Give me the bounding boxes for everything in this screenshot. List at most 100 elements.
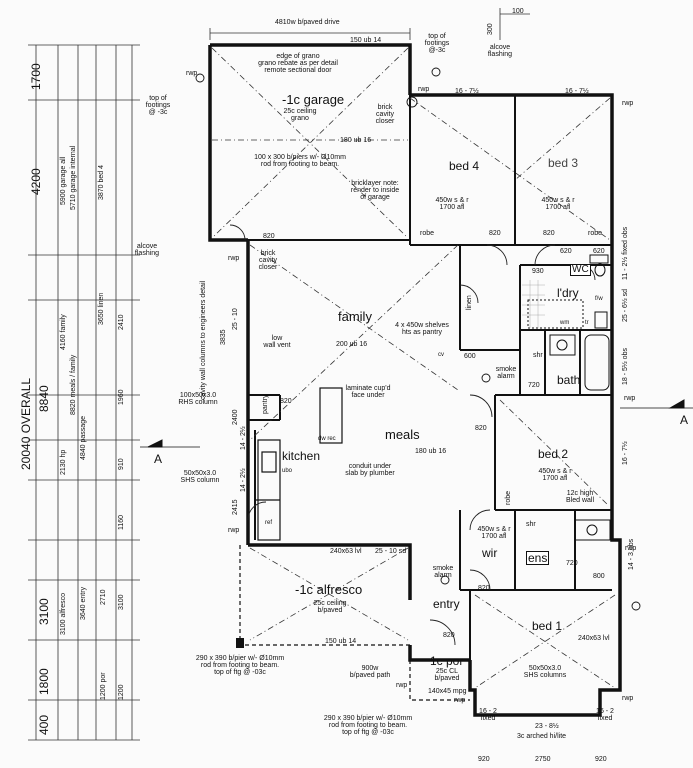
label-rwp-2: rwp (418, 86, 430, 93)
label-trough: tr (585, 320, 589, 326)
opening-0: 820 (280, 398, 292, 405)
note-alfresco-beam-right: 25 - 10 sd (375, 548, 407, 555)
section-markers (140, 399, 693, 448)
note-grano-edge: edge of grano grano rebate as per detail… (258, 53, 338, 74)
opening-11: 600 (464, 353, 476, 360)
label-rwp-1: rwp (186, 70, 198, 77)
note-ub-180-meals: 180 ub 16 (415, 448, 447, 455)
note-alfresco-ceiling: 25c ceiling b/paved (313, 600, 347, 614)
dim-overall: 20040 OVERALL (19, 377, 33, 470)
dim-mid-7: 3640 entry (80, 586, 87, 620)
note-alfresco-ub: 150 ub 14 (325, 638, 357, 645)
note-bed3-robe: 450w s & r 1700 afl (541, 197, 575, 211)
dim-wall-3: 14 - 2½ (240, 426, 247, 450)
top-dimension-lines (209, 8, 530, 40)
dim-mid-0: 5900 garage all (60, 156, 67, 205)
bottom-dim-2: 920 (595, 756, 607, 763)
room-label-bath: bath (557, 373, 581, 387)
note-brick-closer: brick cavity closer (375, 104, 395, 125)
top-dim-0: 300 (487, 23, 494, 35)
alfresco-pier (236, 638, 244, 648)
opening-12: 620 (560, 248, 572, 255)
note-ub-200: 200 ub 16 (336, 341, 368, 348)
dim-1700: 1700 (29, 63, 43, 90)
room-label-robe-bed3: robe (588, 230, 603, 237)
opening-10: 930 (532, 268, 544, 275)
label-rwp-4: rwp (228, 255, 240, 262)
note-garage-ceiling: 25c ceiling grano (283, 108, 317, 122)
note-alfresco-beam: 240x63 lvl (330, 548, 362, 555)
opening-8: 720 (566, 560, 578, 567)
note-arched: 3c arched hi/lite (517, 733, 567, 740)
opening-7: 720 (528, 382, 540, 389)
window-code-4: 14 - 3 obs (628, 538, 635, 570)
window-code-2: 18 - 5½ obs (622, 348, 629, 385)
note-smoke-1: smoke alarm (495, 366, 517, 380)
top-dim-1: 100 (512, 8, 524, 15)
dim-wall-1: 3835 (220, 329, 227, 345)
label-rwp-6: rwp (228, 527, 240, 534)
dim-inner-4: 910 (118, 458, 125, 470)
opening-4: 820 (478, 585, 490, 592)
dim-inner-3: 1960 (118, 389, 125, 405)
room-label-linen: linen (466, 295, 473, 310)
note-fixed-obs: 11 - 2½ fixed obs (622, 226, 629, 280)
room-label-bed4: bed 4 (449, 159, 480, 173)
note-bricklayer: bricklayer note: render to inside of gar… (350, 180, 400, 201)
room-label-robe-bed2: robe (505, 490, 512, 505)
dim-3100: 3100 (37, 598, 51, 625)
dim-inner-1: 3650 linen (98, 292, 105, 325)
opening-5: 820 (443, 632, 455, 639)
symbol-markers (195, 67, 641, 611)
room-label-pantry: pantry (262, 394, 269, 414)
room-label-entry: entry (433, 597, 460, 611)
note-bed1-lvl: 240x63 lvl (578, 635, 610, 642)
note-column-rhs: 100x50x3.0 RHS column (178, 392, 218, 406)
room-label-bed1: bed 1 (532, 619, 563, 633)
label-cv: cv (438, 352, 444, 358)
dim-wall-5: 2415 (232, 499, 239, 515)
room-label-bed3: bed 3 (548, 156, 579, 170)
window-code-6: 16 - 2 fixed (596, 708, 614, 722)
label-rwp-8: rwp (396, 682, 408, 689)
note-hi-bled: 12c high Bled wall (565, 490, 595, 504)
label-rwp-10: rwp (622, 695, 634, 702)
room-label-alfresco: -1c alfresco (295, 582, 363, 597)
label-rwp-7: rwp (625, 545, 637, 552)
note-ub-top: 150 ub 14 (350, 37, 382, 44)
left-dimension-lines (28, 44, 140, 741)
label-ubo: ubo (282, 468, 293, 474)
note-alcove-left: alcove flashing (134, 243, 160, 257)
dim-wall-4: 14 - 2½ (240, 468, 247, 492)
window-code-7: 23 - 8½ (535, 723, 559, 730)
label-fw: f/w (595, 296, 603, 302)
note-path: 900w b/paved path (349, 665, 391, 679)
note-low-wall: low wall vent (263, 335, 291, 349)
dim-wall-0: 25 - 10 (232, 308, 239, 330)
window-code-0: 16 - 7½ (455, 88, 479, 95)
tile-hatch (522, 280, 545, 328)
room-label-ens: ens (526, 551, 550, 565)
dim-inner-2: 2410 (118, 314, 125, 330)
note-brick-closer-2: brick cavity closer (258, 250, 278, 271)
opening-1: 820 (489, 230, 501, 237)
dim-8840: 8840 (37, 385, 51, 412)
window-code-5: 16 - 2 fixed (479, 708, 497, 722)
kitchen-bench (255, 387, 343, 541)
room-label-garage: -1c garage (282, 92, 345, 107)
label-rwp-3: rwp (622, 100, 634, 107)
room-label-robe-bed4: robe (420, 230, 435, 237)
label-rwp-9: rwp (454, 697, 466, 704)
note-shelves: 4 x 450w shelves hts as pantry (395, 322, 449, 336)
note-mpg: 140x45 mpg (428, 688, 467, 695)
interior-walls (210, 95, 612, 660)
opening-13: 620 (593, 248, 605, 255)
window-code-3: 16 - 7½ (622, 441, 629, 465)
room-label-wc: WC (570, 264, 591, 276)
dim-inner-8: 1200 (118, 684, 125, 700)
dim-mid-8: 1200 por (100, 672, 107, 700)
window-code-8: 25 - 6½ sd (622, 288, 629, 322)
note-top-footings-left: top of footings @ -3c (145, 95, 171, 116)
